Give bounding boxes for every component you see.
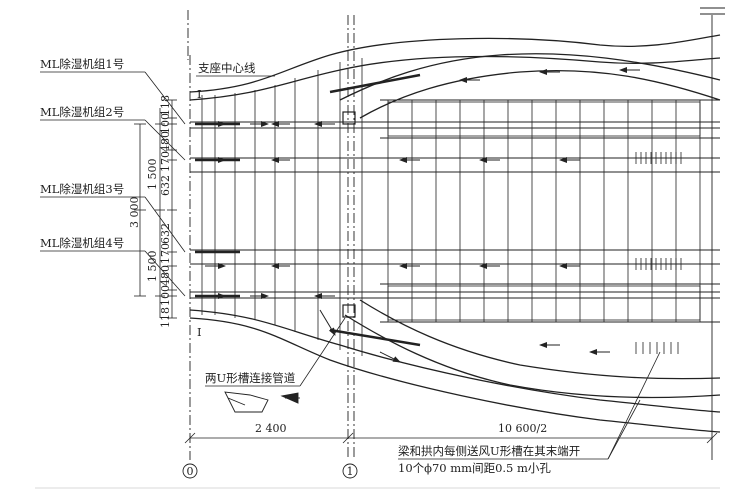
longitudinal-lines <box>190 99 720 323</box>
vertical-dimensions <box>134 99 177 319</box>
dim-480-top: 480 <box>159 131 172 152</box>
dim-480-bottom: 480 <box>159 265 172 286</box>
dim-632-bottom: 632 <box>159 223 172 244</box>
axis-1-bubble: 1 <box>342 463 358 479</box>
dim-632-top: 632 <box>159 175 172 196</box>
u-connection-label: 两U形槽连接管道 <box>205 371 296 385</box>
bottom-arch-edge-2 <box>359 299 721 380</box>
dim-118-top: 118 <box>159 95 172 116</box>
u-trough-sketch <box>224 391 300 413</box>
dim-118-bottom: 118 <box>159 307 172 328</box>
axis-1-label: 1 <box>347 465 354 478</box>
note-line-2: 10个ϕ70 mm间距0.5 m小孔 <box>398 461 551 475</box>
section-mark-top: I <box>197 87 202 101</box>
note-line-1: 梁和拱内每侧送风U形槽在其末端开 <box>398 444 580 458</box>
vent-holes <box>635 152 682 354</box>
axis-0-bubble: 0 <box>182 463 198 479</box>
dim-100-top: 100 <box>159 113 172 134</box>
horizontal-dimensions <box>184 432 718 444</box>
box-cells <box>387 101 701 321</box>
bottom-arch-edge <box>344 314 721 399</box>
junction-box-top <box>342 111 356 125</box>
dim-100-bottom: 100 <box>159 285 172 306</box>
rib-grid <box>201 58 701 356</box>
top-arch-edge-2 <box>359 69 721 119</box>
axis-0-label: 0 <box>187 465 194 478</box>
section-mark-bottom: I <box>197 325 202 339</box>
airflow-arrows <box>205 67 640 363</box>
top-inner-edge <box>189 55 721 101</box>
dim-170-bottom: 170 <box>159 243 172 264</box>
dim-upper-1500: 1 500 <box>146 159 159 191</box>
axis-lines <box>187 10 355 460</box>
dim-span-10600: 10 600/2 <box>498 422 547 435</box>
bottom-outer-edge <box>189 317 721 433</box>
dim-span-2400: 2 400 <box>255 422 287 435</box>
dim-170-top: 170 <box>159 151 172 172</box>
vertical-dimension-texts: 3 000 1 500 1 500 118 100 480 170 632 63… <box>128 95 172 328</box>
unit-labels: ML除湿机组1号 ML除湿机组2号 ML除湿机组3号 ML除湿机组4号 <box>40 57 186 297</box>
supply-ducts <box>195 73 421 347</box>
support-centerline-label: 支座中心线 <box>198 61 256 75</box>
unit-1-label: ML除湿机组1号 <box>40 57 124 71</box>
dim-total: 3 000 <box>128 197 141 229</box>
unit-3-label: ML除湿机组3号 <box>40 182 124 196</box>
junction-box-bottom <box>342 304 356 318</box>
dim-lower-1500: 1 500 <box>146 251 159 283</box>
unit-4-label: ML除湿机组4号 <box>40 236 124 250</box>
unit-2-label: ML除湿机组2号 <box>40 105 124 119</box>
bottom-inner-edge <box>189 309 721 413</box>
